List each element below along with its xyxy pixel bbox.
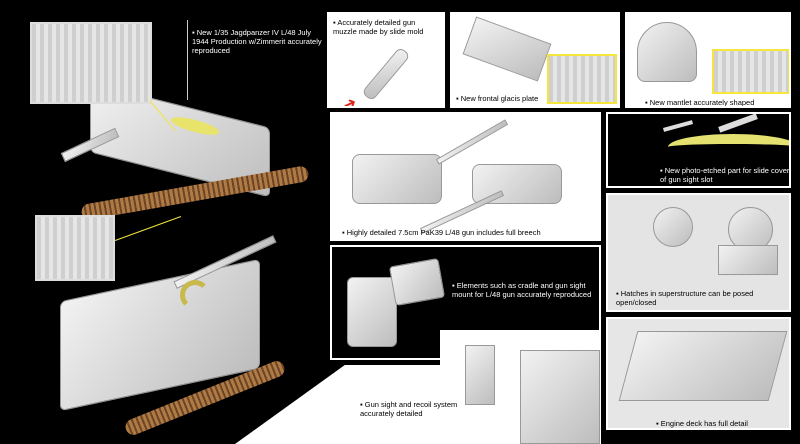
panel-muzzle: Accurately detailed gun muzzle made by s… xyxy=(327,12,445,108)
panel-engine: Engine deck has full detail xyxy=(606,317,791,430)
guide-line xyxy=(187,20,188,100)
hatches-caption: Hatches in superstructure can be posed o… xyxy=(616,289,776,307)
recoil-part xyxy=(520,350,600,444)
glacis-caption: New frontal glacis plate xyxy=(456,94,539,103)
breech-caption: Highly detailed 7.5cm PaK39 L/48 gun inc… xyxy=(342,228,541,237)
cradle-caption: Elements such as cradle and gun sight mo… xyxy=(452,281,592,299)
panel-mantlet: New mantlet accurately shaped xyxy=(625,12,791,108)
mantlet-caption: New mantlet accurately shaped xyxy=(645,98,755,106)
panel-hatches: Hatches in superstructure can be posed o… xyxy=(606,193,791,312)
zimmerit-closeup-top xyxy=(30,22,152,104)
tank-render-top xyxy=(60,82,310,221)
main-caption: New 1/35 Jagdpanzer IV L/48 July 1944 Pr… xyxy=(192,28,322,55)
engine-caption: Engine deck has full detail xyxy=(656,419,748,428)
tank-render-bottom xyxy=(40,235,290,438)
mantlet-arrow xyxy=(180,280,210,310)
gunsight-caption: Gun sight and recoil system accurately d… xyxy=(360,400,470,418)
photo-etched-part xyxy=(668,134,789,160)
gunsight-part xyxy=(465,345,495,405)
panel-photo-etched: New photo-etched part for slide cover of… xyxy=(606,112,791,188)
panel-glacis: New frontal glacis plate xyxy=(450,12,620,108)
arrow-icon: ➜ xyxy=(340,93,360,108)
panel-breech: Highly detailed 7.5cm PaK39 L/48 gun inc… xyxy=(330,112,601,241)
zimmerit-closeup-side xyxy=(35,215,115,281)
photo-etched-caption: New photo-etched part for slide cover of… xyxy=(660,166,789,184)
muzzle-caption: Accurately detailed gun muzzle made by s… xyxy=(333,18,441,36)
